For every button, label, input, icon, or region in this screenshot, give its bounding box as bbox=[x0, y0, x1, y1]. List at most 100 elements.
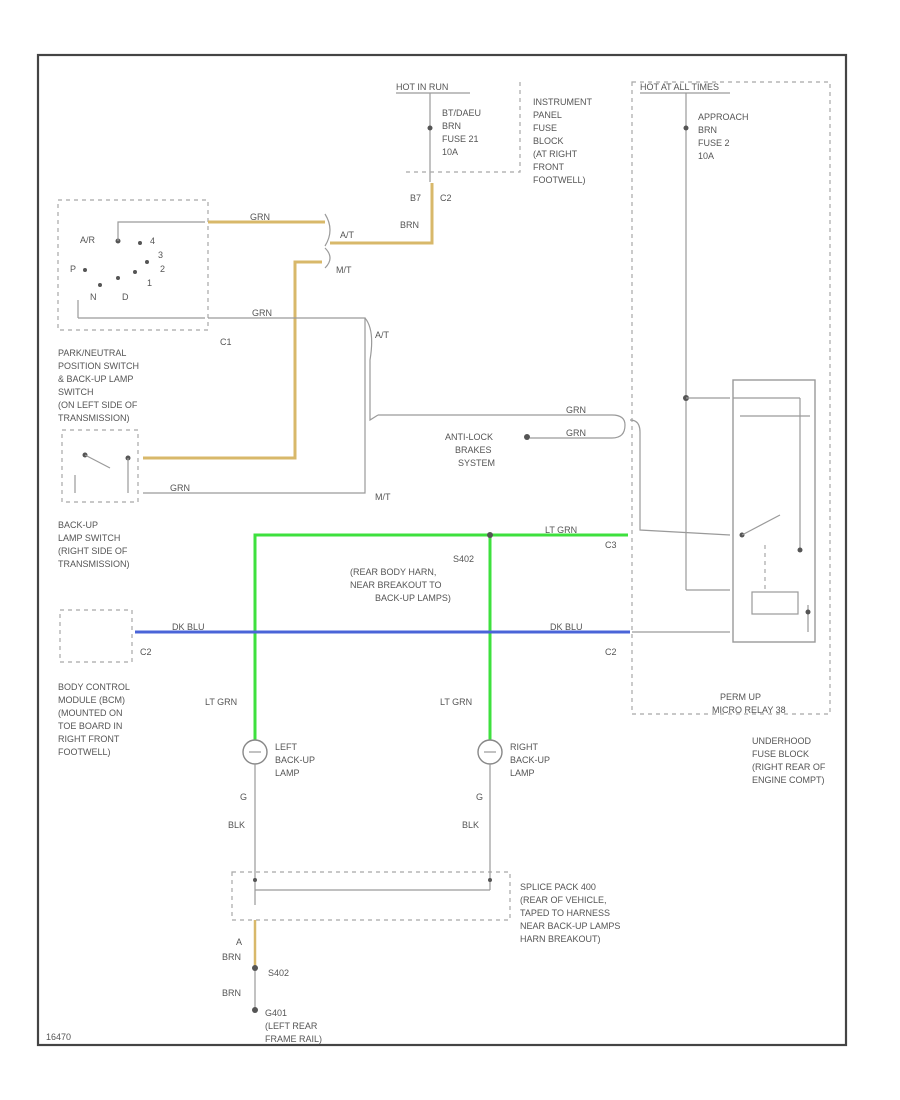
hot-at-all-times: HOT AT ALL TIMES bbox=[640, 82, 719, 92]
wire-brn-mt bbox=[143, 260, 322, 460]
ip-fuse-block: HOT IN RUN BT/DAEU BRN FUSE 21 10A INSTR… bbox=[396, 80, 592, 230]
left-lamp-1: LEFT bbox=[275, 742, 298, 752]
backup-lamp-switch: BACK-UP LAMP SWITCH (RIGHT SIDE OF TRANS… bbox=[58, 429, 139, 569]
splice-text-2: (REAR OF VEHICLE, bbox=[520, 895, 607, 905]
bu-switch-1: BACK-UP bbox=[58, 520, 98, 530]
splice-text-3: TAPED TO HARNESS bbox=[520, 908, 610, 918]
lt-grn-right: LT GRN bbox=[440, 697, 472, 707]
pin-a: A bbox=[236, 937, 242, 947]
g401: G401 bbox=[265, 1008, 287, 1018]
bcm-text-2: MODULE (BCM) bbox=[58, 695, 125, 705]
uh-fuse-2: FUSE BLOCK bbox=[752, 749, 809, 759]
pnp-text-3: & BACK-UP LAMP bbox=[58, 374, 133, 384]
pos-ar: A/R bbox=[80, 235, 96, 245]
ip-fuse-text-4: BLOCK bbox=[533, 136, 564, 146]
splice-text-4: NEAR BACK-UP LAMPS bbox=[520, 921, 620, 931]
diagram-frame bbox=[36, 53, 848, 1047]
conn-c2-right: C2 bbox=[605, 647, 617, 657]
blk-left: BLK bbox=[228, 820, 245, 830]
s402-text-3: BACK-UP LAMPS) bbox=[375, 593, 451, 603]
fuse2-brn: BRN bbox=[698, 125, 717, 135]
pos-p: P bbox=[70, 264, 76, 274]
underhood-fuse-block: HOT AT ALL TIMES APPROACH BRN FUSE 2 10A… bbox=[629, 81, 831, 785]
pos-2: 2 bbox=[160, 264, 165, 274]
wire-grn-abs: GRN bbox=[566, 405, 586, 415]
relay-text-2: MICRO RELAY 38 bbox=[712, 705, 786, 715]
right-lamp-2: BACK-UP bbox=[510, 755, 550, 765]
pin-g-left: G bbox=[240, 792, 247, 802]
ip-fuse-text-2: PANEL bbox=[533, 110, 562, 120]
bu-switch-4: TRANSMISSION) bbox=[58, 559, 130, 569]
pos-n: N bbox=[90, 292, 97, 302]
pnp-text-5: (ON LEFT SIDE OF bbox=[58, 400, 138, 410]
bcm-text-3: (MOUNTED ON bbox=[58, 708, 123, 718]
g401-text-2: FRAME RAIL) bbox=[265, 1034, 322, 1044]
wire-grn-c1: GRN bbox=[252, 308, 272, 318]
mt-lower: M/T bbox=[375, 492, 391, 502]
abs-text-3: SYSTEM bbox=[458, 458, 495, 468]
fuse21-brn: BRN bbox=[442, 121, 461, 131]
wire-lt-grn-c3: LT GRN bbox=[545, 525, 577, 535]
pnp-text-1: PARK/NEUTRAL bbox=[58, 348, 126, 358]
conn-c2-top: C2 bbox=[440, 193, 452, 203]
splice-pack-400: SPLICE PACK 400 (REAR OF VEHICLE, TAPED … bbox=[231, 870, 620, 944]
pos-4: 4 bbox=[150, 236, 155, 246]
right-lamp-1: RIGHT bbox=[510, 742, 539, 752]
wire-grn-mt: GRN bbox=[170, 483, 190, 493]
bcm-text-6: FOOTWELL) bbox=[58, 747, 111, 757]
pin-g-right: G bbox=[476, 792, 483, 802]
ip-fuse-text-3: FUSE bbox=[533, 123, 557, 133]
left-lamp-3: LAMP bbox=[275, 768, 300, 778]
hot-in-run-label: HOT IN RUN bbox=[396, 82, 448, 92]
pin-b7: B7 bbox=[410, 193, 421, 203]
fuse2-name: APPROACH bbox=[698, 112, 749, 122]
bcm-text-5: RIGHT FRONT bbox=[58, 734, 120, 744]
splice-text-1: SPLICE PACK 400 bbox=[520, 882, 596, 892]
bu-switch-2: LAMP SWITCH bbox=[58, 533, 120, 543]
relay-text-1: PERM UP bbox=[720, 692, 761, 702]
splice-text-5: HARN BREAKOUT) bbox=[520, 934, 601, 944]
pos-1: 1 bbox=[147, 278, 152, 288]
right-lamp-3: LAMP bbox=[510, 768, 535, 778]
conn-c1: C1 bbox=[220, 337, 232, 347]
pos-d: D bbox=[122, 292, 129, 302]
s402-text-1: (REAR BODY HARN, bbox=[350, 567, 436, 577]
wire-grn-pnp-label: GRN bbox=[250, 212, 270, 222]
uh-fuse-4: ENGINE COMPT) bbox=[752, 775, 825, 785]
fuse21-amp: 10A bbox=[442, 147, 458, 157]
left-backup-lamp: LT GRN LEFT BACK-UP LAMP G BLK bbox=[205, 697, 315, 870]
pos-3: 3 bbox=[158, 250, 163, 260]
abs-text-2: BRAKES bbox=[455, 445, 492, 455]
ip-fuse-text-7: FOOTWELL) bbox=[533, 175, 586, 185]
uh-fuse-1: UNDERHOOD bbox=[752, 736, 812, 746]
left-lamp-2: BACK-UP bbox=[275, 755, 315, 765]
label-mt: M/T bbox=[336, 265, 352, 275]
wire-grn-abs2: GRN bbox=[566, 428, 586, 438]
label-at: A/T bbox=[340, 230, 355, 240]
g401-text-1: (LEFT REAR bbox=[265, 1021, 318, 1031]
fuse21-num: FUSE 21 bbox=[442, 134, 479, 144]
diagram-id: 16470 bbox=[46, 1032, 71, 1042]
abs-text-1: ANTI-LOCK bbox=[445, 432, 493, 442]
ip-fuse-text-1: INSTRUMENT bbox=[533, 97, 592, 107]
pnp-text-2: POSITION SWITCH bbox=[58, 361, 139, 371]
pnp-text-6: TRANSMISSION) bbox=[58, 413, 130, 423]
wire-lt-grn bbox=[253, 533, 628, 745]
ip-fuse-text-5: (AT RIGHT bbox=[533, 149, 578, 159]
splice-s402: S402 bbox=[453, 554, 474, 564]
s402-text-2: NEAR BREAKOUT TO bbox=[350, 580, 442, 590]
brn-low2: BRN bbox=[222, 988, 241, 998]
wire-dkblu-right: DK BLU bbox=[550, 622, 583, 632]
bcm-text-1: BODY CONTROL bbox=[58, 682, 130, 692]
uh-fuse-3: (RIGHT REAR OF bbox=[752, 762, 826, 772]
pnp-text-4: SWITCH bbox=[58, 387, 94, 397]
ip-fuse-text-6: FRONT bbox=[533, 162, 564, 172]
fuse21-name: BT/DAEU bbox=[442, 108, 481, 118]
perm-up-micro-relay bbox=[732, 379, 816, 643]
conn-c2-bcm: C2 bbox=[140, 647, 152, 657]
pnp-switch: A/R P N D 1 2 3 4 PARK/NEUTRAL POSITION … bbox=[57, 199, 232, 423]
body-control-module: BODY CONTROL MODULE (BCM) (MOUNTED ON TO… bbox=[58, 609, 133, 757]
s402-low: S402 bbox=[268, 968, 289, 978]
bcm-text-4: TOE BOARD IN bbox=[58, 721, 122, 731]
